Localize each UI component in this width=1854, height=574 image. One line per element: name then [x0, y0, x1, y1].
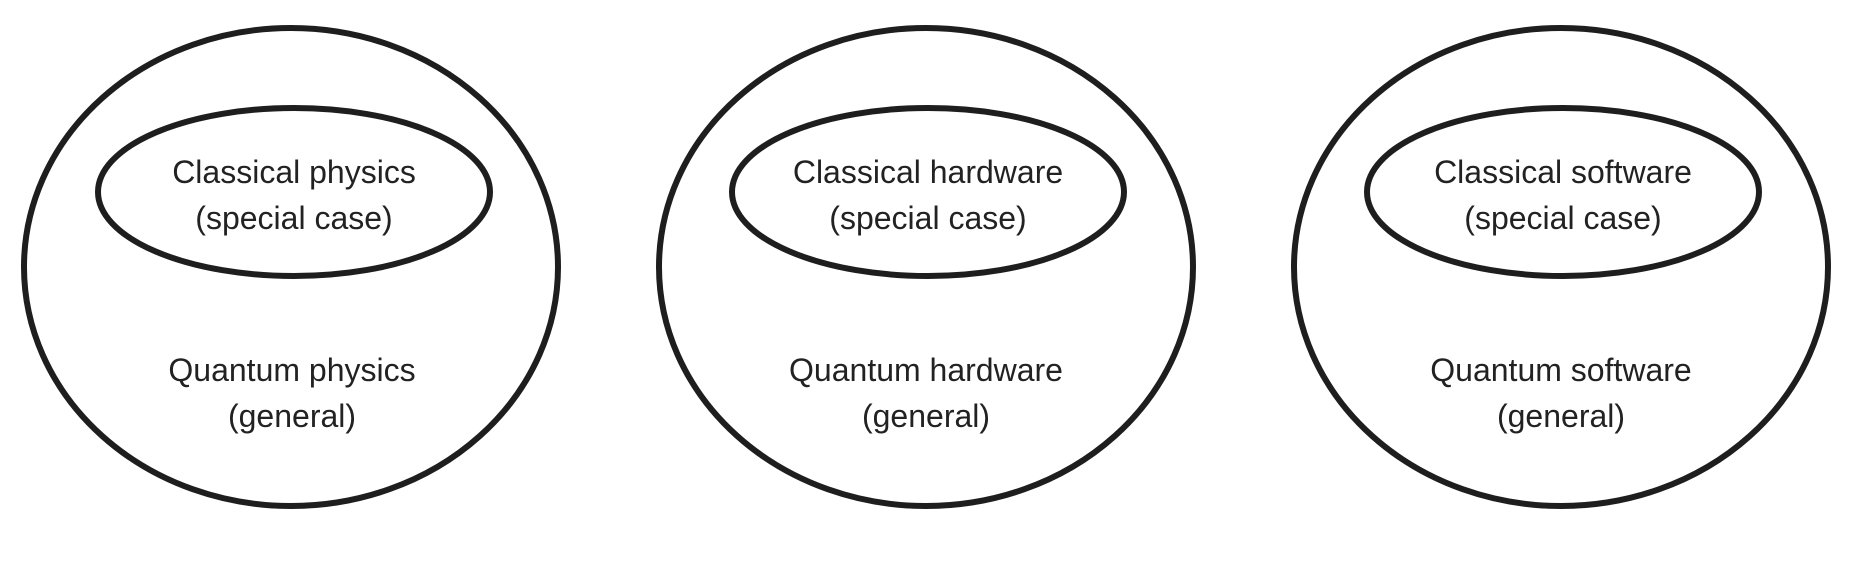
inner-ellipse-physics	[95, 105, 493, 279]
outer-label-line1-hardware: Quantum hardware	[789, 352, 1063, 388]
inner-label-line2-hardware: (special case)	[829, 200, 1026, 236]
inner-label-line2-physics: (special case)	[195, 200, 392, 236]
panel-hardware: Classical hardware (special case) Quantu…	[656, 25, 1196, 509]
inner-ellipse-software	[1364, 105, 1762, 279]
panel-software: Classical software (special case) Quantu…	[1291, 25, 1831, 509]
outer-label-line2-physics: (general)	[228, 398, 356, 434]
outer-label-line2-software: (general)	[1497, 398, 1625, 434]
outer-label-line2-hardware: (general)	[862, 398, 990, 434]
outer-label-line1-physics: Quantum physics	[168, 352, 415, 388]
panel-physics: Classical physics (special case) Quantum…	[21, 25, 561, 509]
inner-label-line1-hardware: Classical hardware	[793, 154, 1063, 190]
inner-ellipse-hardware	[729, 105, 1127, 279]
inner-label-line1-software: Classical software	[1434, 154, 1692, 190]
inner-label-line1-physics: Classical physics	[172, 154, 416, 190]
outer-label-line1-software: Quantum software	[1430, 352, 1691, 388]
inner-label-line2-software: (special case)	[1464, 200, 1661, 236]
